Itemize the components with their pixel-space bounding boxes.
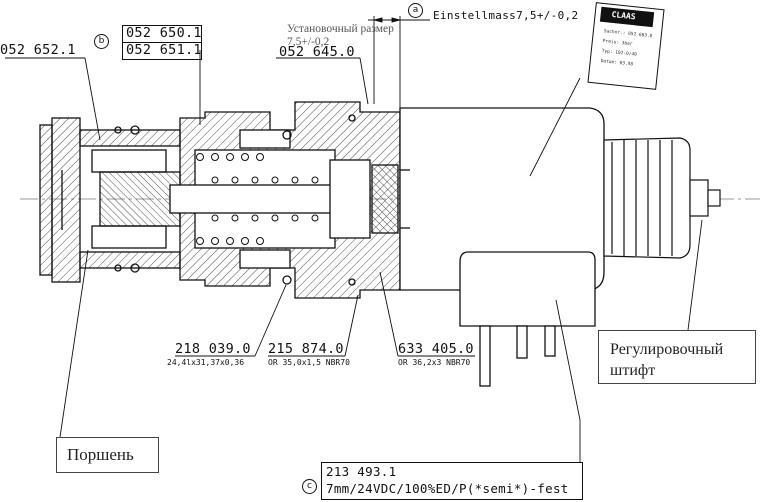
part-052-651: 052 651.1 <box>126 42 202 58</box>
nameplate-line2: Preis: 3bar <box>602 39 633 48</box>
valve-body <box>169 101 401 299</box>
part-052-651-box <box>122 42 202 60</box>
adjusting-pin-line1: Регулировочный <box>610 341 724 358</box>
setting-dimension-line1: Установочный размер <box>287 23 394 35</box>
part-213-493: 213 493.1 <box>326 464 397 479</box>
part-052-652: 052 652.1 <box>0 42 76 58</box>
leader-lines <box>5 50 703 462</box>
adjustment-cap <box>603 137 721 259</box>
setting-dimension-line2: 7,5+/-0,2 <box>287 36 330 48</box>
nameplate-brand: CLAAS <box>611 9 637 22</box>
part-633-405: 633 405.0 <box>398 341 474 357</box>
nameplate <box>587 2 665 90</box>
piston-callout: Поршень <box>56 437 159 473</box>
part-213-493-box <box>321 462 583 500</box>
marker-a: a <box>408 3 423 18</box>
adjusting-pin-line2: штифт <box>610 362 656 379</box>
electrical-connector <box>459 251 596 387</box>
marker-b: b <box>94 34 109 49</box>
nameplate-line4: Datum: 03.98 <box>600 59 634 68</box>
piston-housing <box>39 117 181 283</box>
nameplate-line1: Sachnr.: 052 663.0 <box>603 29 653 40</box>
part-218-039-spec: 24,4lx31,37x0,36 <box>167 358 245 367</box>
einstellmass-dimension: Einstellmass7,5+/-0,2 <box>433 9 579 22</box>
part-213-493-spec: 7mm/24VDC/100%ED/P(*semi*)-fest <box>326 481 569 496</box>
part-052-645: 052 645.0 <box>279 44 355 60</box>
adjusting-pin-callout: Регулировочный штифт <box>598 330 756 384</box>
setting-dimension-note: Установочный размер 7,5+/-0,2 <box>287 23 394 49</box>
part-215-874-spec: OR 35,0x1,5 NBR70 <box>268 358 350 367</box>
marker-c: c <box>302 479 317 494</box>
springs <box>196 153 319 245</box>
part-215-874: 215 874.0 <box>268 341 344 357</box>
nameplate-text: CLAAS Sachnr.: 052 663.0 Preis: 3bar Typ… <box>596 7 664 93</box>
dimension-a <box>368 16 430 108</box>
nameplate-line3: Typ: 102-0/40 <box>601 49 637 58</box>
part-052-650: 052 650.1 <box>126 25 202 41</box>
part-218-039: 218 039.0 <box>175 341 251 357</box>
part-633-405-spec: OR 36,2x3 NBR70 <box>398 358 471 367</box>
